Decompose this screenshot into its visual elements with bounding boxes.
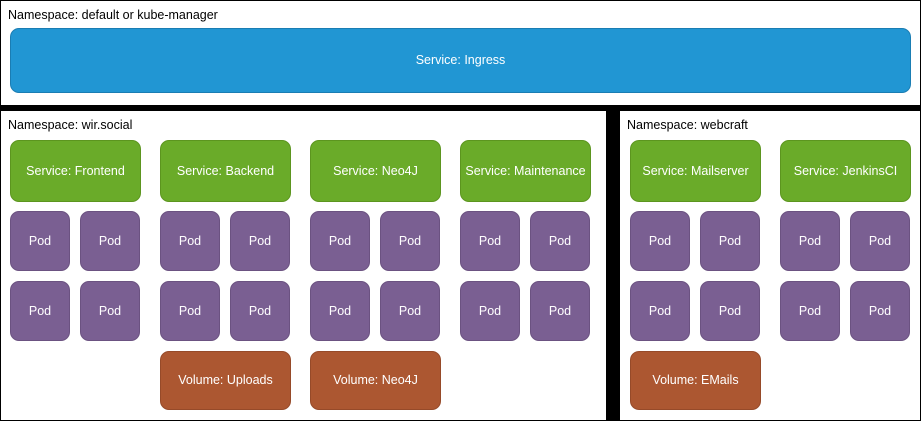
- node-pod-be-1[interactable]: Pod: [160, 211, 220, 271]
- node-pod-mnt-1[interactable]: Pod: [460, 211, 520, 271]
- node-pod-mail-2[interactable]: Pod: [700, 211, 760, 271]
- namespace-label-ns-webcraft: Namespace: webcraft: [627, 118, 748, 132]
- node-svc-backend[interactable]: Service: Backend: [160, 140, 291, 202]
- node-pod-mail-1[interactable]: Pod: [630, 211, 690, 271]
- node-pod-mnt-3[interactable]: Pod: [460, 281, 520, 341]
- node-pod-jen-3[interactable]: Pod: [780, 281, 840, 341]
- node-svc-neo4j[interactable]: Service: Neo4J: [310, 140, 441, 202]
- node-pod-neo-4[interactable]: Pod: [380, 281, 440, 341]
- namespace-divider-horizontal: [0, 106, 921, 110]
- namespace-divider-vertical: [607, 110, 619, 421]
- node-pod-be-4[interactable]: Pod: [230, 281, 290, 341]
- node-svc-jenkinsci[interactable]: Service: JenkinsCI: [780, 140, 911, 202]
- namespace-label-ns-wir-social: Namespace: wir.social: [8, 118, 133, 132]
- node-pod-fe-3[interactable]: Pod: [10, 281, 70, 341]
- node-pod-jen-4[interactable]: Pod: [850, 281, 910, 341]
- node-pod-fe-1[interactable]: Pod: [10, 211, 70, 271]
- node-svc-maintenance[interactable]: Service: Maintenance: [460, 140, 591, 202]
- node-svc-frontend[interactable]: Service: Frontend: [10, 140, 141, 202]
- node-pod-neo-3[interactable]: Pod: [310, 281, 370, 341]
- node-pod-be-3[interactable]: Pod: [160, 281, 220, 341]
- node-pod-fe-2[interactable]: Pod: [80, 211, 140, 271]
- node-pod-be-2[interactable]: Pod: [230, 211, 290, 271]
- node-pod-fe-4[interactable]: Pod: [80, 281, 140, 341]
- node-svc-ingress[interactable]: Service: Ingress: [10, 28, 911, 93]
- node-svc-mailserver[interactable]: Service: Mailserver: [630, 140, 761, 202]
- node-vol-uploads[interactable]: Volume: Uploads: [160, 351, 291, 410]
- node-pod-mnt-2[interactable]: Pod: [530, 211, 590, 271]
- node-pod-mnt-4[interactable]: Pod: [530, 281, 590, 341]
- node-pod-neo-2[interactable]: Pod: [380, 211, 440, 271]
- node-pod-mail-3[interactable]: Pod: [630, 281, 690, 341]
- namespace-label-ns-default: Namespace: default or kube-manager: [8, 8, 218, 22]
- node-pod-neo-1[interactable]: Pod: [310, 211, 370, 271]
- node-pod-jen-2[interactable]: Pod: [850, 211, 910, 271]
- node-pod-mail-4[interactable]: Pod: [700, 281, 760, 341]
- node-vol-emails[interactable]: Volume: EMails: [630, 351, 761, 410]
- node-vol-neo4j[interactable]: Volume: Neo4J: [310, 351, 441, 410]
- node-pod-jen-1[interactable]: Pod: [780, 211, 840, 271]
